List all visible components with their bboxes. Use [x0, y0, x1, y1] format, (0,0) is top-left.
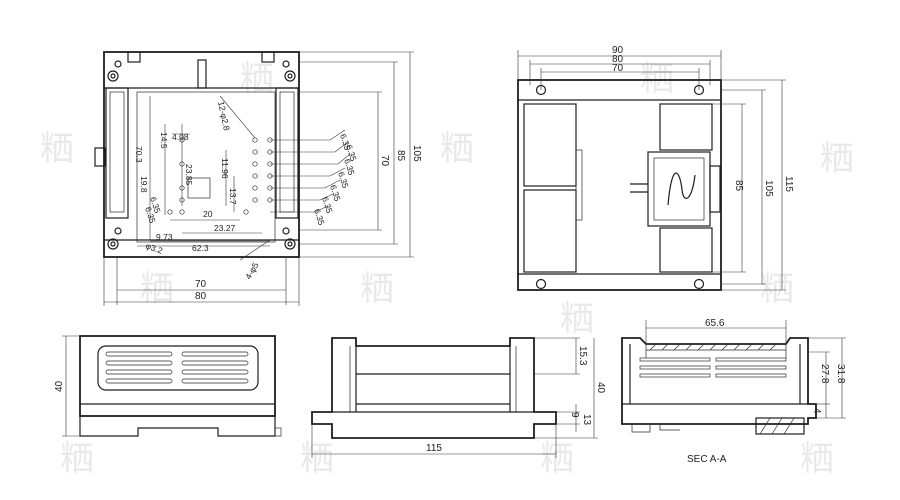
dim-115: 115: [783, 176, 794, 192]
dim-40-front: 40: [595, 382, 606, 394]
dim-pitch: 6.35: [143, 206, 158, 225]
dim-19-8: 19.8: [139, 176, 149, 193]
watermark-glyph: 粞: [360, 269, 394, 309]
watermark: 粞 粞 粞 粞 粞 粞 粞 粞 粞 粞 粞 粞 粞: [40, 59, 854, 479]
side-view-outline: [79, 335, 276, 417]
dim-31-8: 31.8: [835, 364, 846, 384]
watermark-glyph: 粞: [440, 129, 474, 169]
dim-pitch: 6.35: [342, 158, 357, 177]
dim-40-side: 40: [54, 380, 65, 392]
dim-85: 85: [733, 180, 744, 192]
dim-13: 13: [581, 414, 592, 426]
terminal-pins: [167, 137, 273, 215]
dim-pitch: 6.35: [336, 171, 351, 190]
dim-width-80: 80: [195, 291, 207, 302]
front-view-outline: [311, 337, 557, 439]
watermark-glyph: 粞: [800, 439, 834, 479]
dim-height-85: 85: [395, 150, 406, 162]
dim-9-73: 9.73: [156, 232, 173, 242]
dim-4-holes: 4-φ5: [243, 260, 261, 281]
dim-70-3: 70.3: [134, 146, 144, 163]
dim-pitch: 6.35: [148, 196, 163, 215]
dim-80: 80: [612, 54, 624, 65]
section-view-outline: [621, 337, 817, 425]
back-view: 90 80 70 85 105 115: [517, 45, 794, 291]
dim-pitch: 6.35: [320, 196, 335, 215]
mounting-holes: [107, 60, 296, 250]
watermark-glyph: 粞: [140, 269, 174, 309]
back-view-outline: [517, 79, 722, 291]
dim-27-8: 27.8: [819, 364, 830, 384]
dim-105: 105: [763, 180, 774, 197]
dim-70: 70: [612, 63, 624, 74]
top-view-outline: [103, 51, 300, 258]
vent-slots: [105, 351, 249, 384]
dim-phi3-2: φ3.2: [144, 240, 164, 255]
watermark-glyph: 粞: [560, 299, 594, 339]
dim-12-holes: 12-φ2.8: [216, 100, 232, 131]
front-view: 15.3 40 9 13 115: [311, 337, 606, 458]
dim-65-6: 65.6: [705, 318, 725, 329]
section-label: SEC A-A: [687, 454, 727, 465]
dim-90: 90: [612, 45, 624, 56]
dim-13-7: 13.7: [228, 188, 238, 205]
side-view: 40: [54, 335, 282, 437]
section-view: 65.6 27.8 31.8 4 SEC A-A: [621, 318, 846, 465]
hatched-section: [649, 343, 777, 351]
dim-pitch: 6.35: [328, 184, 343, 203]
dim-4: 4: [811, 408, 822, 414]
dim-23-27: 23.27: [214, 223, 236, 233]
watermark-glyph: 粞: [60, 439, 94, 479]
dim-4-08: 4.08: [172, 132, 189, 142]
dim-pitch: 6.35: [338, 133, 353, 152]
watermark-glyph: 粞: [820, 139, 854, 179]
dim-height-105: 105: [411, 145, 422, 162]
dim-height-70: 70: [379, 155, 390, 167]
watermark-glyph: 粞: [300, 439, 334, 479]
watermark-glyph: 粞: [640, 59, 674, 99]
dim-20: 20: [203, 209, 213, 219]
din-clip: [647, 151, 711, 227]
dim-11-96: 11.96: [220, 158, 230, 179]
dim-14-5: 14.5: [159, 132, 169, 149]
watermark-glyph: 粞: [240, 59, 274, 99]
dim-15-3: 15.3: [577, 346, 588, 366]
dim-23-85: 23.85: [184, 164, 194, 186]
dim-9: 9: [569, 412, 580, 418]
watermark-glyph: 粞: [760, 269, 794, 309]
dim-pitch: 6.35: [344, 144, 359, 163]
dim-115-front: 115: [426, 443, 442, 454]
dim-width-70: 70: [195, 279, 207, 290]
watermark-glyph: 粞: [40, 129, 74, 169]
dim-62-3: 62.3: [192, 243, 209, 253]
watermark-glyph: 粞: [540, 439, 574, 479]
dim-pitch: 6.35: [312, 208, 327, 227]
